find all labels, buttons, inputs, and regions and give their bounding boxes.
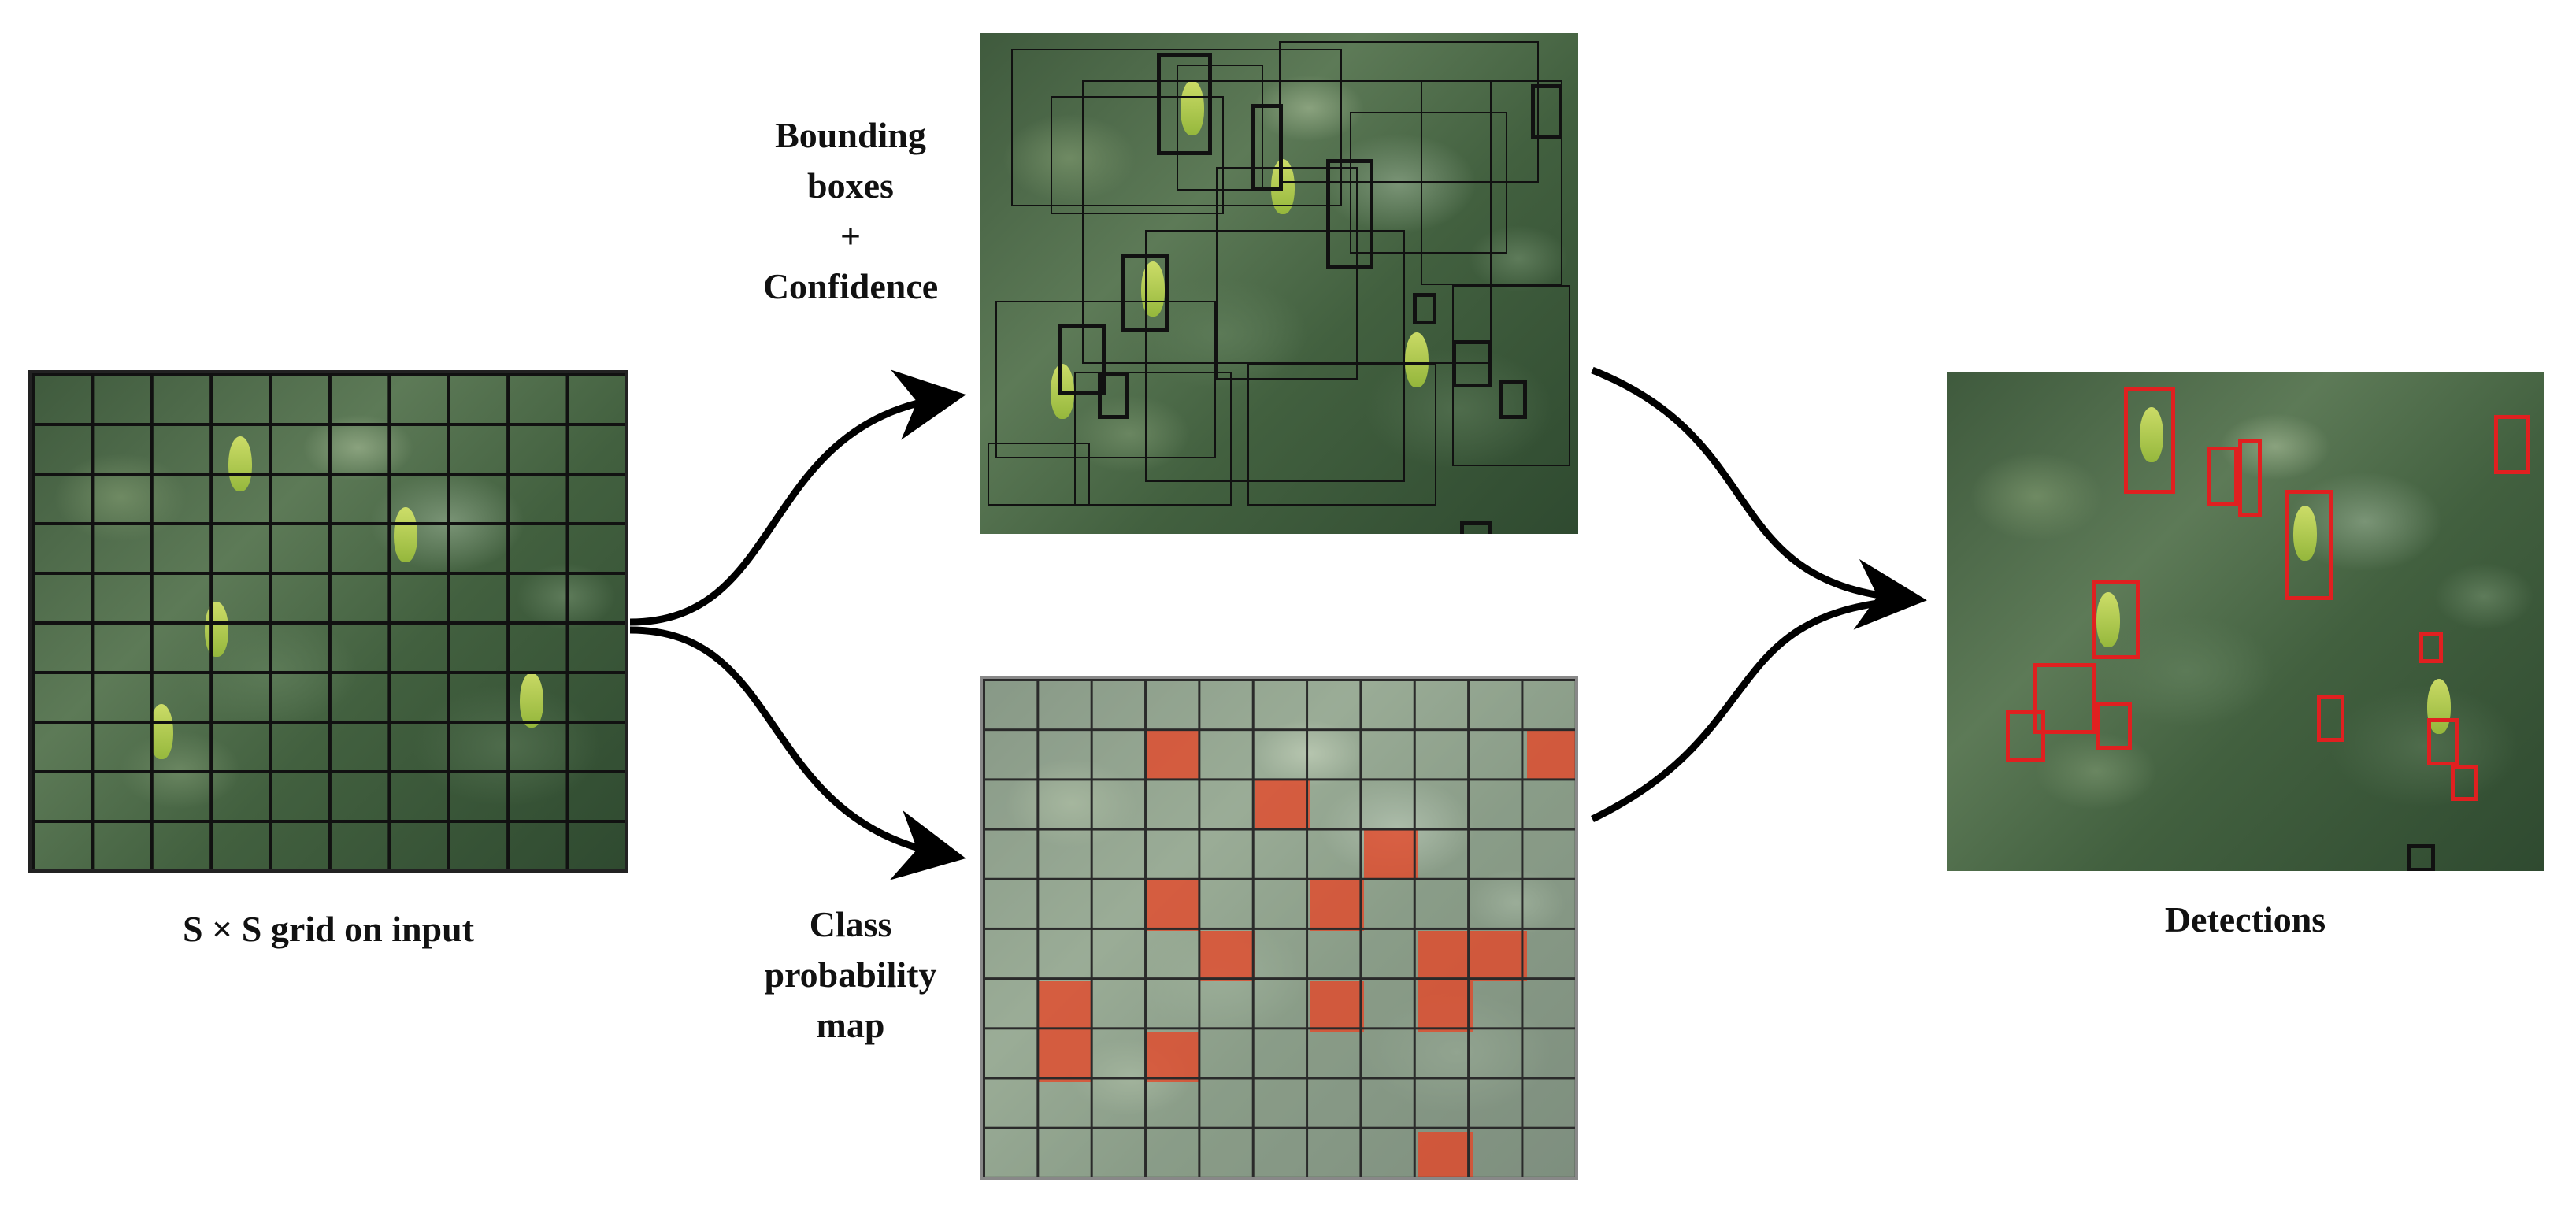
detection-box	[2096, 702, 2132, 750]
detection-box	[2451, 765, 2478, 801]
candidate-box	[1011, 49, 1342, 206]
detection-box	[2033, 663, 2096, 734]
detections-panel	[1947, 372, 2544, 871]
bbox-label-line: boxes	[807, 165, 894, 206]
input-image-panel	[28, 370, 628, 873]
confidence-box	[1452, 340, 1492, 387]
confidence-box	[1326, 159, 1373, 269]
detection-box	[2092, 580, 2140, 659]
detection-box	[2285, 490, 2333, 600]
confidence-box	[1098, 372, 1129, 419]
class-prob-label-line: Class	[809, 904, 892, 944]
class-prob-label: Class probability map	[725, 899, 977, 1051]
detection-box	[2419, 632, 2443, 663]
bbox-label-line: Bounding	[775, 115, 926, 155]
arrow-to-class-probability	[629, 626, 966, 880]
low-confidence-box	[2407, 844, 2435, 871]
tea-bud	[2427, 679, 2451, 734]
candidate-box	[1247, 364, 1436, 506]
class-prob-label-line: probability	[764, 954, 937, 995]
grid-caption: S × S grid on input	[182, 909, 475, 949]
confidence-box	[1251, 104, 1283, 191]
bbox-label-line: +	[840, 216, 862, 256]
arrow-from-class-probability	[1591, 596, 1907, 823]
candidate-box	[1421, 80, 1562, 285]
confidence-box	[1058, 324, 1106, 395]
candidate-box	[1350, 112, 1507, 254]
confidence-box	[1413, 293, 1436, 324]
arrow-to-bounding-boxes	[629, 369, 966, 626]
confidence-box	[1531, 84, 1562, 139]
tea-bud	[2140, 407, 2163, 462]
detections-caption: Detections	[2164, 899, 2326, 940]
detection-box	[2494, 415, 2530, 474]
detection-box	[2238, 439, 2262, 517]
tea-bud	[2096, 592, 2120, 647]
detection-box	[2124, 387, 2175, 494]
tea-leaves-photo	[1947, 372, 2544, 871]
probability-grid-overlay	[983, 679, 1575, 1177]
confidence-box	[1499, 380, 1527, 419]
candidate-box	[1074, 372, 1232, 506]
bbox-label: Bounding boxes + Confidence	[709, 110, 992, 312]
tea-bud	[2293, 506, 2317, 561]
detection-box	[2427, 718, 2459, 765]
bounding-boxes-panel	[980, 33, 1578, 534]
candidate-box	[988, 443, 1090, 506]
arrow-from-bounding-boxes	[1591, 366, 1927, 630]
confidence-box	[1460, 521, 1492, 534]
detection-box	[2317, 695, 2344, 742]
confidence-box	[1157, 53, 1212, 155]
candidate-box	[1145, 230, 1405, 482]
candidate-box	[1051, 96, 1224, 214]
tea-bud	[1181, 80, 1204, 135]
candidate-box	[1177, 65, 1263, 191]
detection-box	[2207, 447, 2238, 506]
detection-box	[2006, 710, 2045, 762]
tea-bud	[1405, 332, 1429, 387]
confidence-box	[1121, 254, 1169, 332]
candidate-box	[1216, 167, 1358, 380]
class-prob-label-line: map	[816, 1005, 885, 1045]
class-probability-panel	[980, 676, 1578, 1180]
bbox-label-line: Confidence	[762, 266, 939, 306]
input-grid-overlay	[32, 373, 625, 869]
candidate-box	[995, 301, 1216, 458]
candidate-box	[1082, 80, 1492, 364]
